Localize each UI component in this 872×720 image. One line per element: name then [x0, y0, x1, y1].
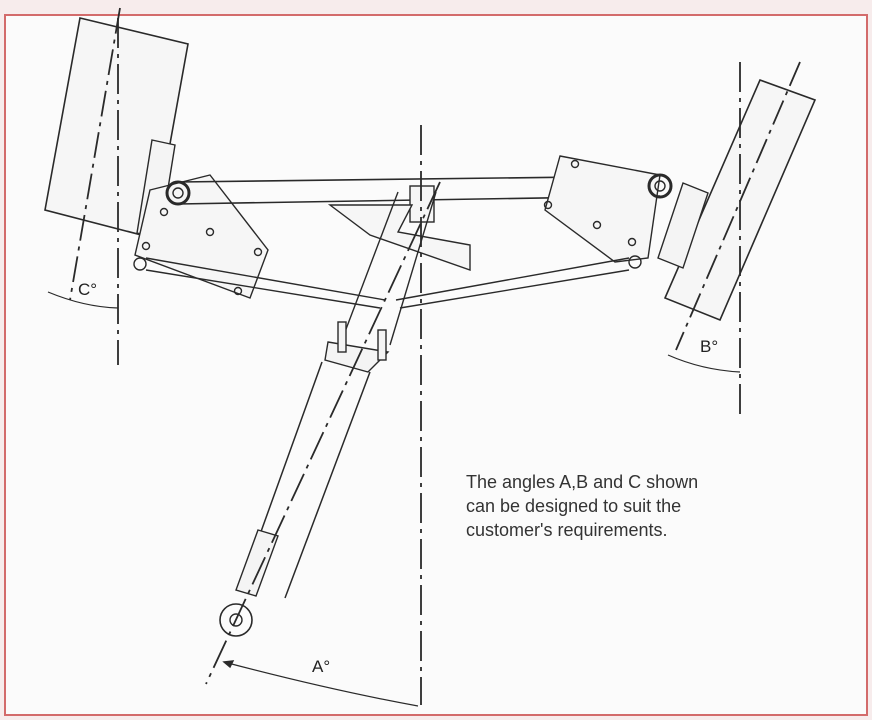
cylinder-eye	[219, 603, 253, 637]
hydraulic-cylinder	[205, 181, 441, 685]
design-note-line-3: customer's requirements.	[466, 520, 668, 540]
design-note: The angles A,B and C shown can be design…	[466, 470, 806, 542]
design-note-line-1: The angles A,B and C shown	[466, 472, 699, 492]
angle-a-arc	[223, 661, 419, 707]
center-mount-plate	[327, 204, 471, 271]
right-steering-arm	[544, 155, 661, 263]
angle-b-label: B°	[700, 337, 718, 356]
design-note-line-2: can be designed to suit the	[466, 496, 682, 516]
left-steering-arm	[134, 174, 269, 299]
right-hub-bracket	[657, 182, 709, 269]
cylinder-axis	[205, 181, 441, 685]
angle-a-label: A°	[312, 657, 330, 676]
angle-c-arc	[47, 291, 119, 309]
track-rods	[145, 257, 630, 309]
angle-b-arc	[667, 354, 741, 373]
left-track-rod-joint	[133, 257, 147, 271]
angle-c-label: C°	[78, 280, 97, 299]
right-track-rod-joint	[628, 255, 642, 269]
right-pivot-joint	[647, 173, 673, 199]
